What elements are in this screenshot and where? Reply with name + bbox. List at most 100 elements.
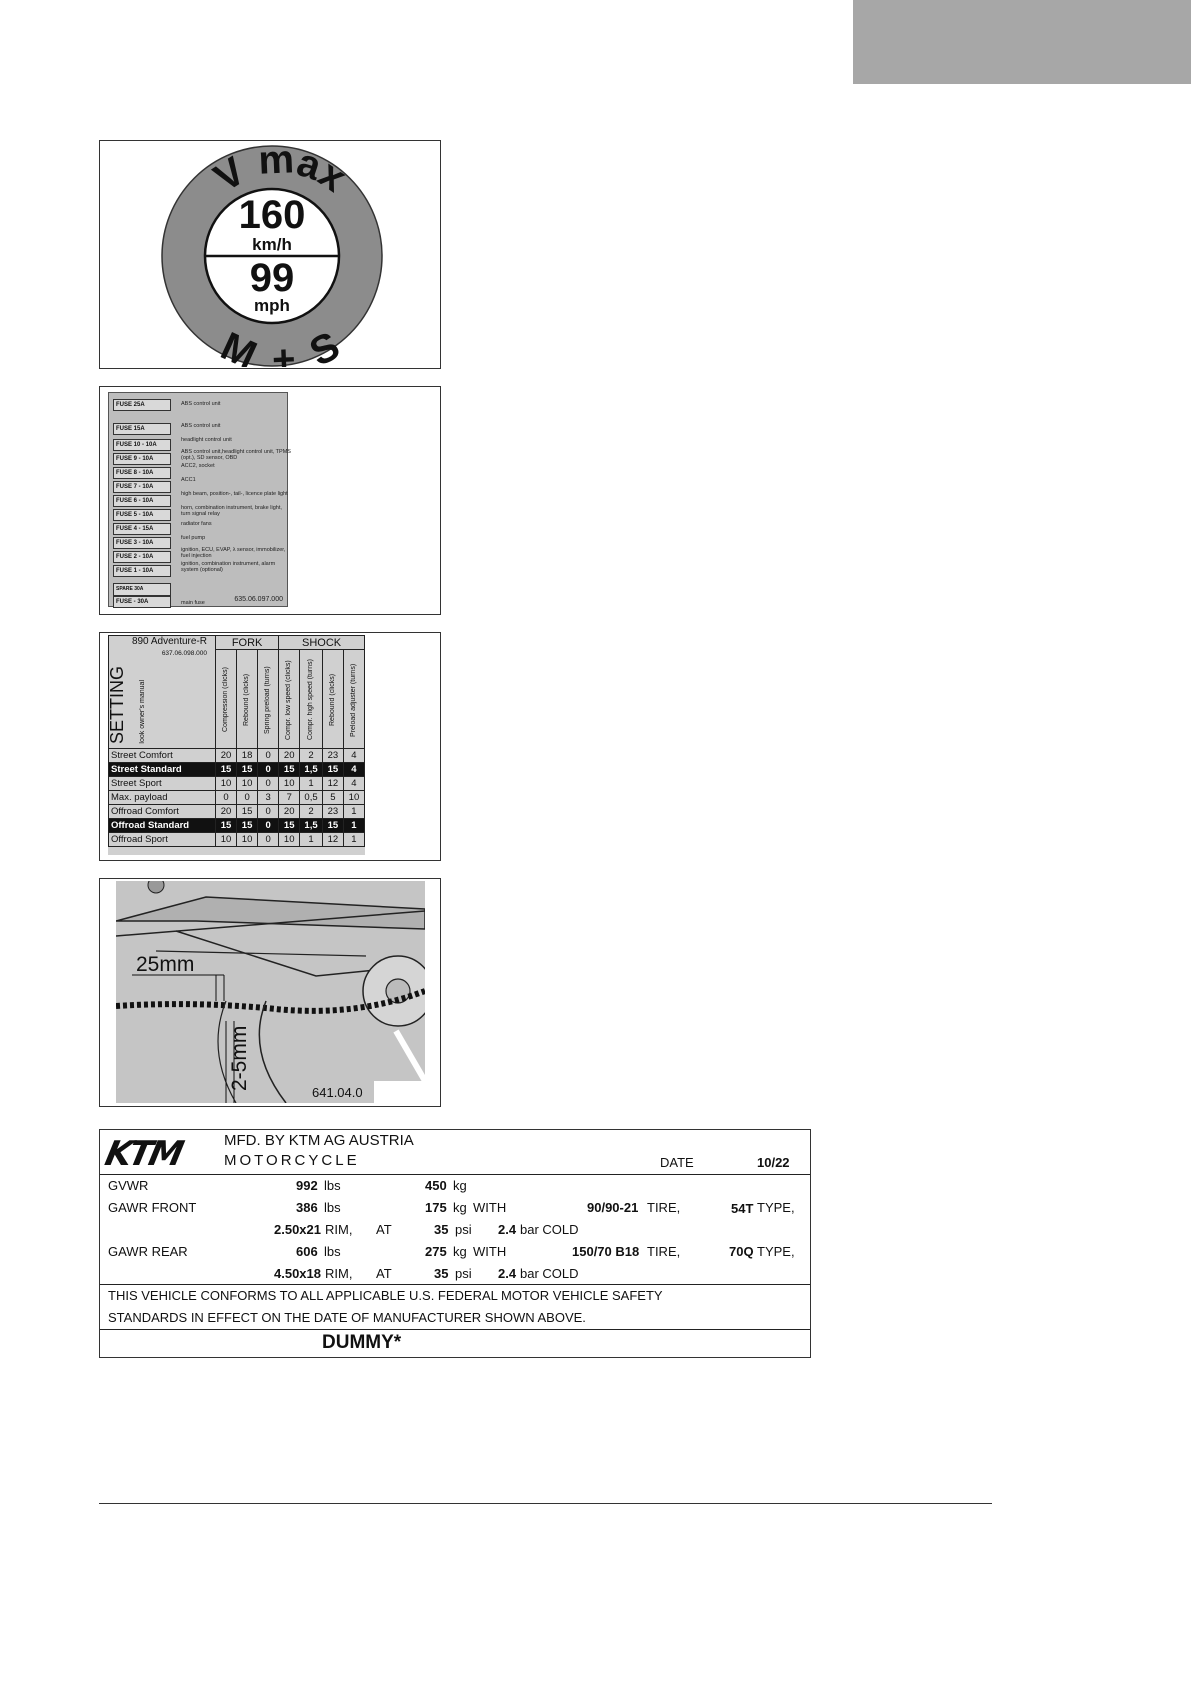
speed-mph: 99 bbox=[250, 256, 295, 300]
table-cell: 7 bbox=[278, 790, 301, 805]
rear-rim: 4.50x18 bbox=[274, 1266, 321, 1281]
row-name: Offroad Standard bbox=[108, 818, 216, 833]
front-at: AT bbox=[376, 1222, 392, 1237]
conformity-line-1: THIS VEHICLE CONFORMS TO ALL APPLICABLE … bbox=[108, 1288, 663, 1303]
dim-horizontal: 25mm bbox=[136, 953, 195, 976]
table-cell: 1,5 bbox=[299, 762, 323, 777]
ktm-logo: KTM bbox=[101, 1134, 185, 1174]
table-cell: 10 bbox=[214, 776, 238, 791]
gvwr-lbs: 992 bbox=[296, 1178, 318, 1193]
table-cell: 20 bbox=[278, 804, 301, 819]
conformity-line-2: STANDARDS IN EFFECT ON THE DATE OF MANUF… bbox=[108, 1310, 586, 1325]
table-cell: 23 bbox=[321, 748, 344, 763]
chain-slack-figure: 25mm 2-5mm 641.04.0 bbox=[99, 878, 441, 1107]
rear-type-word: TYPE, bbox=[757, 1244, 795, 1259]
table-cell: 15 bbox=[214, 762, 238, 777]
table-cell: 4 bbox=[342, 776, 366, 791]
unit-kmh: km/h bbox=[252, 235, 292, 254]
fuse-part-number: 635.06.097.000 bbox=[234, 596, 283, 603]
gvwr-label: GVWR bbox=[108, 1178, 149, 1193]
row-name: Offroad Sport bbox=[108, 832, 216, 847]
table-cell: 12 bbox=[321, 776, 344, 791]
column-header: Rebound (clicks) bbox=[236, 649, 259, 749]
chain-drawing bbox=[116, 881, 425, 1103]
table-cell: 0 bbox=[257, 832, 280, 847]
column-header: Preload adjuster (turns) bbox=[342, 649, 366, 749]
column-header: Compr. high speed (turns) bbox=[299, 649, 323, 749]
column-header-label: Compression (clicks) bbox=[222, 667, 230, 733]
rear-lbs: 606 bbox=[296, 1244, 318, 1259]
front-lbs: 386 bbox=[296, 1200, 318, 1215]
front-psi: 35 bbox=[434, 1222, 449, 1237]
dummy-text: DUMMY* bbox=[322, 1332, 402, 1353]
table-cell: 4 bbox=[342, 762, 366, 777]
fuse-box: FUSE 8 - 10A bbox=[113, 467, 171, 479]
fuse-description: ABS control unit bbox=[181, 423, 221, 429]
rear-with: WITH bbox=[473, 1244, 507, 1259]
dim-vertical: 2-5mm bbox=[228, 1025, 251, 1091]
fuse-box: FUSE 5 - 10A bbox=[113, 509, 171, 521]
front-bar-cold: bar COLD bbox=[520, 1222, 579, 1237]
column-header-label: Compr. high speed (turns) bbox=[307, 659, 315, 741]
fuse-box: FUSE 2 - 10A bbox=[113, 551, 171, 563]
rear-tire: 150/70 B18 bbox=[572, 1244, 640, 1259]
rear-tire-word: TIRE, bbox=[647, 1244, 681, 1259]
model-name: 890 Adventure-R bbox=[131, 636, 207, 647]
table-cell: 15 bbox=[278, 818, 301, 833]
fuse-box: FUSE 3 - 10A bbox=[113, 537, 171, 549]
vmax-label-figure: V max M + S 160 km/h 99 mph bbox=[99, 140, 441, 369]
suspension-part-number: 637.06.098.000 bbox=[161, 650, 207, 657]
table-cell: 10 bbox=[214, 832, 238, 847]
table-cell: 10 bbox=[342, 790, 366, 805]
fuse-description: ABS control unit bbox=[181, 401, 221, 407]
date-label: DATE bbox=[660, 1155, 694, 1170]
fork-header: FORK bbox=[214, 634, 280, 651]
row-name: Max. payload bbox=[108, 790, 216, 805]
front-type-word: TYPE, bbox=[757, 1200, 795, 1215]
table-cell: 15 bbox=[236, 818, 259, 833]
main-fuse-desc: main fuse bbox=[181, 600, 205, 606]
rear-kg: 275 bbox=[425, 1244, 447, 1259]
table-cell: 15 bbox=[278, 762, 301, 777]
fuse-description: horn, combination instrument, brake ligh… bbox=[181, 505, 282, 517]
rear-at: AT bbox=[376, 1266, 392, 1281]
column-header: Compr. low speed (clicks) bbox=[278, 649, 301, 749]
divider-header bbox=[100, 1174, 810, 1175]
front-label: GAWR FRONT bbox=[108, 1200, 197, 1215]
corner-tab bbox=[853, 0, 1191, 84]
table-cell: 15 bbox=[321, 762, 344, 777]
table-cell: 10 bbox=[278, 832, 301, 847]
column-header-label: Compr. low speed (clicks) bbox=[285, 660, 293, 740]
front-rim-word: RIM, bbox=[325, 1222, 353, 1237]
fuse-box: FUSE 15A bbox=[113, 423, 171, 435]
table-cell: 20 bbox=[278, 748, 301, 763]
setting-title: SETTING bbox=[107, 665, 127, 744]
rear-kg-unit: kg bbox=[453, 1244, 467, 1259]
front-kg-unit: kg bbox=[453, 1200, 467, 1215]
rear-rim-word: RIM, bbox=[325, 1266, 353, 1281]
row-name: Offroad Comfort bbox=[108, 804, 216, 819]
rear-psi-unit: psi bbox=[455, 1266, 472, 1281]
table-cell: 15 bbox=[321, 818, 344, 833]
table-cell: 20 bbox=[214, 748, 238, 763]
table-cell: 0,5 bbox=[299, 790, 323, 805]
divider-conformity bbox=[100, 1284, 810, 1285]
column-header-label: Rebound (clicks) bbox=[243, 673, 251, 727]
front-psi-unit: psi bbox=[455, 1222, 472, 1237]
spare-main-fuse: SPARE 30A bbox=[113, 583, 171, 596]
column-header-label: Rebound (clicks) bbox=[328, 673, 336, 727]
table-cell: 1 bbox=[342, 818, 366, 833]
fuse-box: FUSE 25A bbox=[113, 399, 171, 411]
row-name: Street Standard bbox=[108, 762, 216, 777]
column-header: Rebound (clicks) bbox=[321, 649, 344, 749]
column-header: Compression (clicks) bbox=[214, 649, 238, 749]
vehicle-type: MOTORCYCLE bbox=[224, 1152, 360, 1169]
row-name: Street Sport bbox=[108, 776, 216, 791]
front-tire-word: TIRE, bbox=[647, 1200, 681, 1215]
table-cell: 15 bbox=[236, 804, 259, 819]
